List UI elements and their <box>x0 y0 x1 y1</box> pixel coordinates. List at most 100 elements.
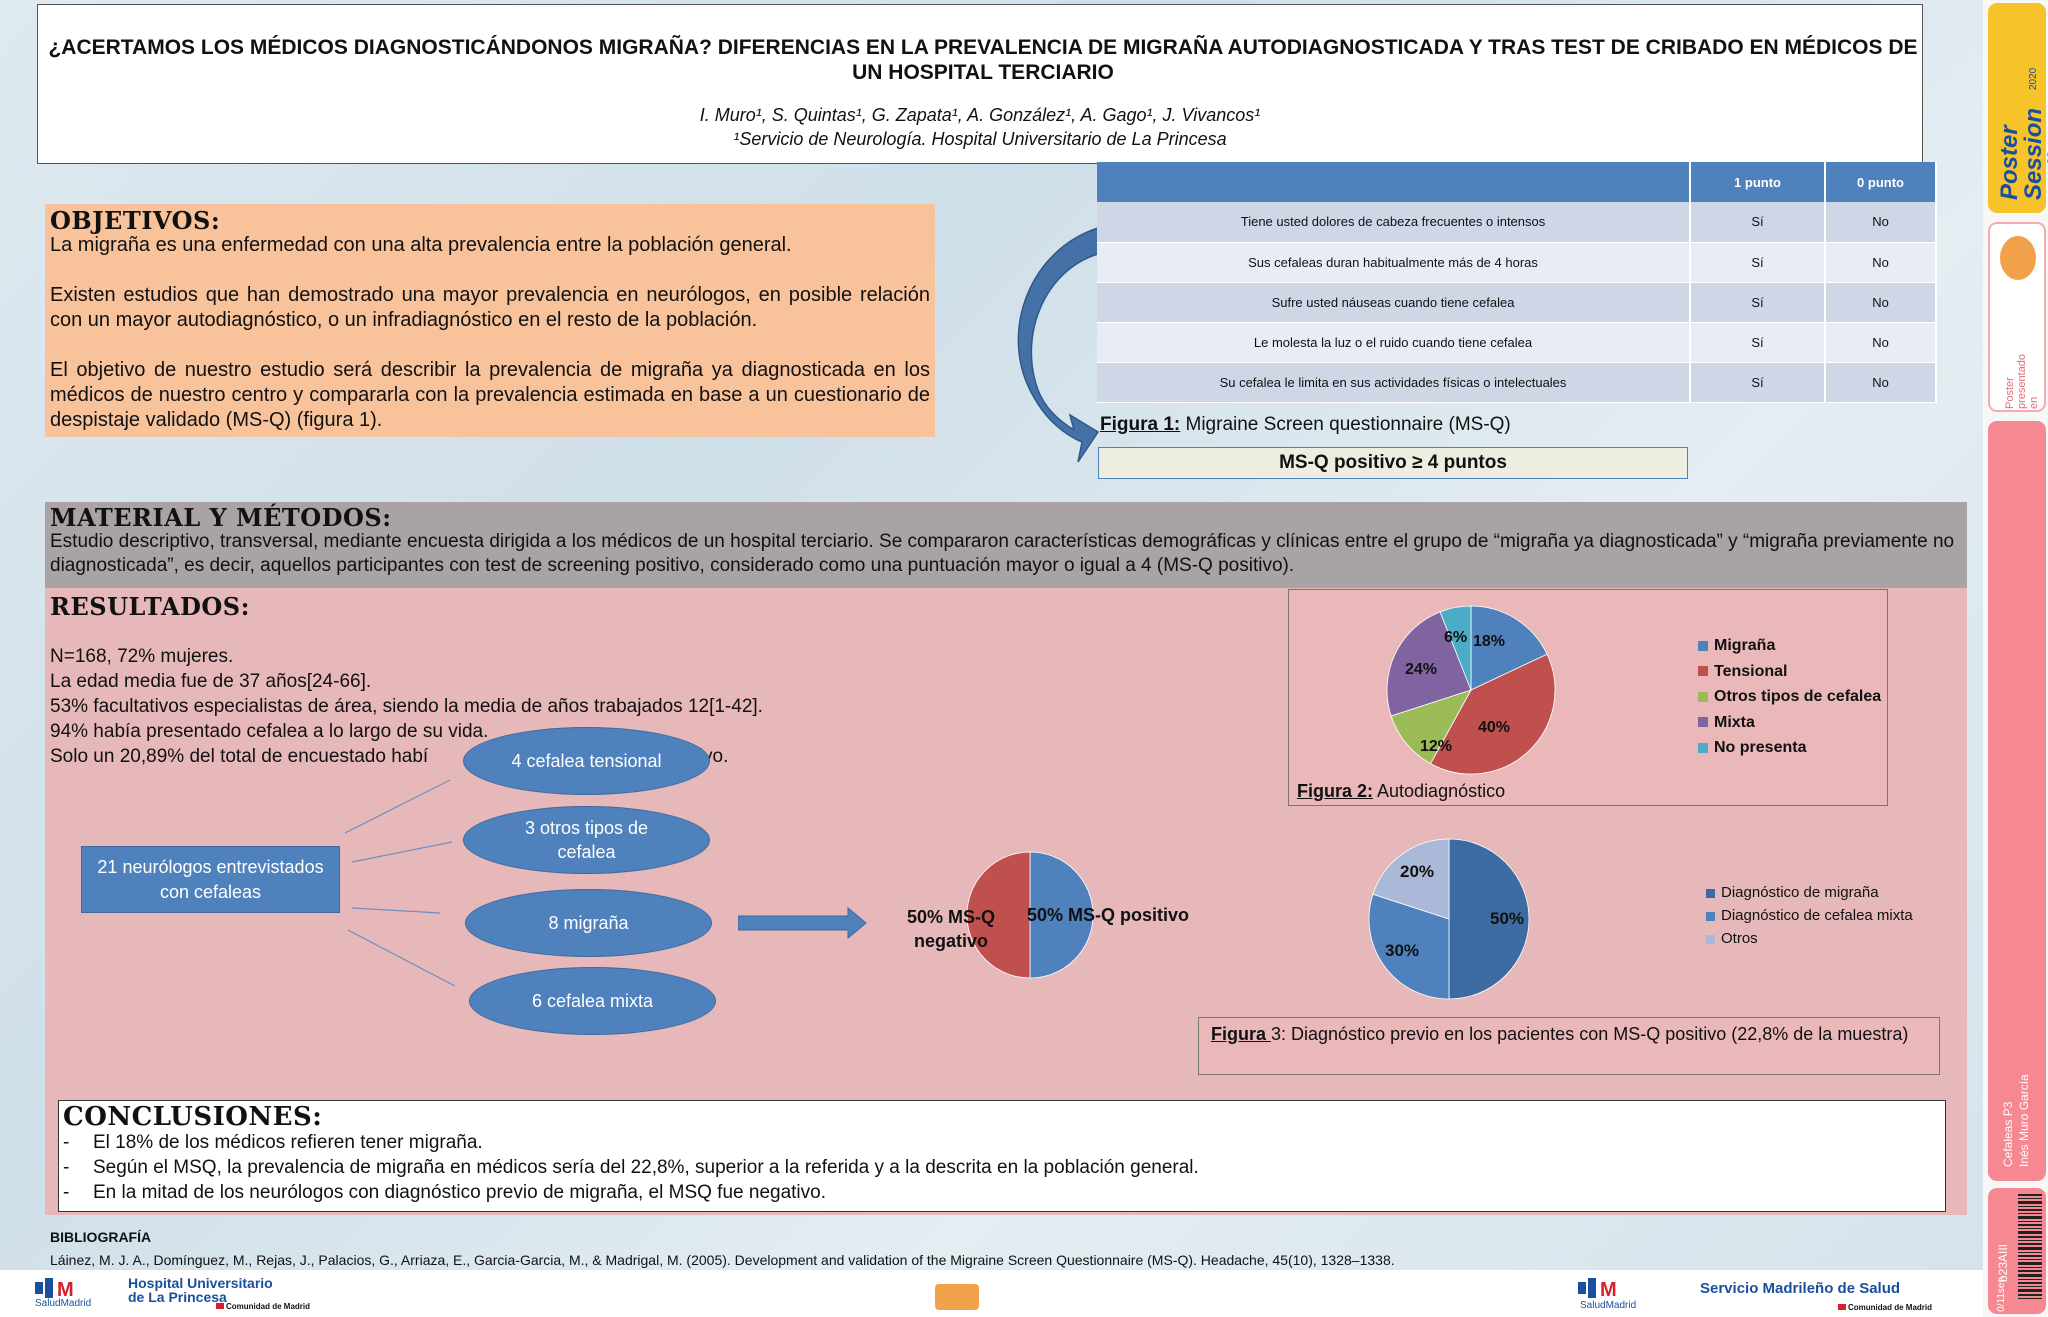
legend-item: Tensional <box>1698 659 1881 685</box>
figure-2-text: Autodiagnóstico <box>1373 781 1506 801</box>
flow-arrow-3 <box>351 907 441 914</box>
author-label: Inés Muro García <box>2017 1074 2031 1167</box>
table-cell-no: No <box>1825 322 1937 363</box>
poster-code-2: 0/11sen <box>1996 1277 2007 1312</box>
flow-arrow-4 <box>347 929 456 987</box>
legend-item: No presenta <box>1698 735 1881 761</box>
pie2-label-migrana: 50% <box>1490 909 1524 928</box>
pie-slice-otros <box>1372 838 1450 920</box>
bibliografia-heading: BIBLIOGRAFÍA <box>50 1229 152 1245</box>
sidebar-pink-panel: Cefaleas P3 Inés Muro García <box>1988 421 2046 1181</box>
servicio-name: Servicio Madrileño de Salud <box>1700 1280 1901 1297</box>
session-label: Cefaleas P3 <box>2001 1101 2015 1167</box>
table-row: Sus cefaleas duran habitualmente más de … <box>1097 242 1937 283</box>
pie-chart-autodiagnostico: 18% 40% 12% 24% 6% <box>1386 605 1556 775</box>
affiliation: ¹Servicio de Neurología. Hospital Univer… <box>733 129 1227 149</box>
legend-swatch <box>1706 934 1715 944</box>
table-cell-question: Le molesta la luz o el ruido cuando tien… <box>1097 322 1691 363</box>
comunidad-label: Comunidad de Madrid <box>226 1302 310 1311</box>
pie-slice-ms-q-negativo <box>966 851 1031 979</box>
legend-label: No presenta <box>1714 739 1807 756</box>
flow-node-tensional: 4 cefalea tensional <box>463 727 710 795</box>
hospital-name-line1: Hospital Universitario <box>128 1275 273 1291</box>
table-cell-yes: Sí <box>1690 362 1826 403</box>
legend-label: Migraña <box>1714 637 1776 654</box>
pie-chart-diagnostico-previo: 50% 30% 20% <box>1368 838 1530 1000</box>
pie-chart-msq-split <box>966 851 1094 979</box>
table-cell-yes: Sí <box>1690 242 1826 283</box>
legend-label: Diagnóstico de cefalea mixta <box>1721 907 1913 924</box>
table-cell-no: No <box>1825 242 1937 283</box>
legend-label: Tensional <box>1714 662 1788 680</box>
flow-arrow-1 <box>344 779 451 834</box>
flow-arrows <box>344 779 456 987</box>
table-cell-yes: Sí <box>1690 322 1826 363</box>
footer: M SaludMadrid Hospital Universitario de … <box>0 1270 1983 1317</box>
material-metodos-section: MATERIAL Y MÉTODOS: Estudio descriptivo,… <box>45 502 1967 588</box>
pie1-legend: Migraña Tensional Otros tipos de cefalea… <box>1698 633 1881 761</box>
legend-swatch <box>1706 888 1715 898</box>
poster-session-badge <box>1988 3 2046 213</box>
pie1-label-migrana: 18% <box>1473 633 1505 650</box>
table-cell-question: Sufre usted náuseas cuando tiene cefalea <box>1097 282 1691 323</box>
legend-item: Diagnóstico de cefalea mixta <box>1706 904 1913 927</box>
legend-swatch <box>1698 691 1708 702</box>
table-cell-question: Sus cefaleas duran habitualmente más de … <box>1097 242 1691 283</box>
comunidad-text: Comunidad de Madrid <box>216 1302 310 1311</box>
legend-item: Otros tipos de cefalea <box>1698 684 1881 710</box>
legend-item: Migraña <box>1698 633 1881 659</box>
flow-node-migrana: 8 migraña <box>465 889 712 957</box>
poster-title: ¿ACERTAMOS LOS MÉDICOS DIAGNOSTICÁNDONOS… <box>48 36 1918 84</box>
objetivos-p3: El objetivo de nuestro estudio será desc… <box>50 359 930 431</box>
barcode-icon <box>2018 1194 2042 1299</box>
objetivos-p2: Existen estudios que han demostrado una … <box>50 284 930 331</box>
table-cell-question: Su cefalea le limita en sus actividades … <box>1097 362 1691 403</box>
legend-label: Mixta <box>1714 713 1755 731</box>
pie2-legend: Diagnóstico de migraña Diagnóstico de ce… <box>1706 881 1913 950</box>
objetivos-section: OBJETIVOS: La migraña es una enfermedad … <box>45 204 935 437</box>
table-header-0-punto: 0 punto <box>1825 162 1937 202</box>
table-cell-no: No <box>1825 202 1937 243</box>
list-item: -Según el MSQ, la prevalencia de migraña… <box>63 1157 1199 1178</box>
pie2-label-otros: 20% <box>1400 862 1434 881</box>
figure-3-label: Figura <box>1211 1024 1272 1044</box>
table-row: Su cefalea le limita en sus actividades … <box>1097 362 1937 403</box>
resultados-heading: RESULTADOS: <box>50 592 250 621</box>
msq-table: 1 punto 0 punto Tiene usted dolores de c… <box>1097 162 1937 403</box>
presented-text: Poster presentado en <box>2004 353 2040 409</box>
flow-node-mixta: 6 cefalea mixta <box>469 967 716 1035</box>
pie-slice-diagnóstico-de-cefalea-mixta <box>1368 893 1450 1000</box>
authors: I. Muro¹, S. Quintas¹, G. Zapata¹, A. Go… <box>699 105 1261 125</box>
figure-3-caption: Figura 3: Diagnóstico previo en los paci… <box>1198 1017 1940 1075</box>
pie-slice-otros-tipos-de-cefalea <box>1390 689 1472 765</box>
table-row: Sufre usted náuseas cuando tiene cefalea… <box>1097 282 1937 323</box>
session-text: Cefaleas P3 Inés Muro García <box>2000 1057 2032 1167</box>
figure-1-label: Figura 1: <box>1100 414 1181 435</box>
svg-text:M: M <box>1600 1279 1617 1300</box>
list-item: -En la mitad de los neurólogos con diagn… <box>63 1182 826 1203</box>
legend-swatch <box>1698 717 1708 728</box>
result-line: 94% había presentado cefalea a lo largo … <box>50 721 489 742</box>
pie2-label-mixta: 30% <box>1385 941 1419 960</box>
material-heading: MATERIAL Y MÉTODOS: <box>50 503 392 532</box>
legend-swatch <box>1698 666 1708 677</box>
center-logo-icon <box>935 1284 979 1310</box>
msq-negative-label: 50% MS-Q negativo <box>906 907 996 951</box>
conclusiones-list: -El 18% de los médicos refieren tener mi… <box>63 1130 1941 1205</box>
msq-positive-box: MS-Q positivo ≥ 4 puntos <box>1098 447 1688 479</box>
pie1-label-otros: 12% <box>1420 738 1452 755</box>
comunidad-label: Comunidad de Madrid <box>1848 1303 1932 1312</box>
salud-text-right: SaludMadrid <box>1580 1300 1637 1311</box>
legend-label: Otros tipos de cefalea <box>1714 688 1882 705</box>
table-cell-question: Tiene usted dolores de cabeza frecuentes… <box>1097 202 1691 243</box>
pie-2-slices <box>1368 838 1530 1000</box>
figure-2-label: Figura 2: <box>1297 781 1374 801</box>
conclusiones-section: CONCLUSIONES: -El 18% de los médicos ref… <box>58 1100 1946 1212</box>
flow-arrow-2 <box>351 841 453 863</box>
table-cell-yes: Sí <box>1690 202 1826 243</box>
pie-slice-ms-q-positivo <box>1029 851 1094 979</box>
brand-text: Poster Session Online <box>1996 107 2048 200</box>
pie1-label-tensional: 40% <box>1478 719 1510 736</box>
svg-text:M: M <box>57 1279 74 1300</box>
congress-logo-panel: Poster presentado en <box>1988 222 2046 412</box>
